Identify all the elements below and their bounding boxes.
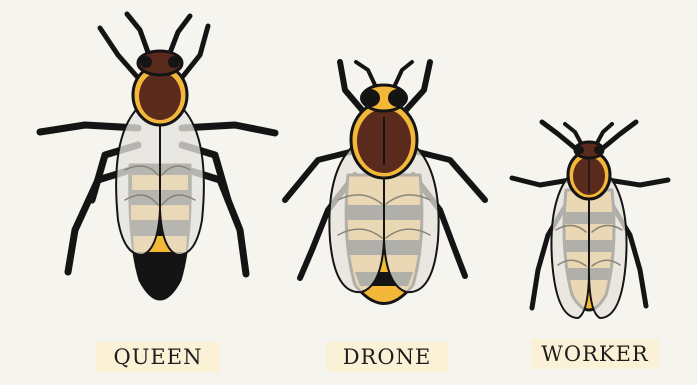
worker-bee: [512, 122, 668, 318]
worker-label: WORKER: [531, 339, 659, 369]
queen-bee: [40, 14, 275, 299]
drone-label: DRONE: [326, 342, 448, 372]
drone-bee: [285, 62, 485, 304]
drone-antennae: [356, 62, 412, 85]
queen-label: QUEEN: [96, 342, 220, 372]
